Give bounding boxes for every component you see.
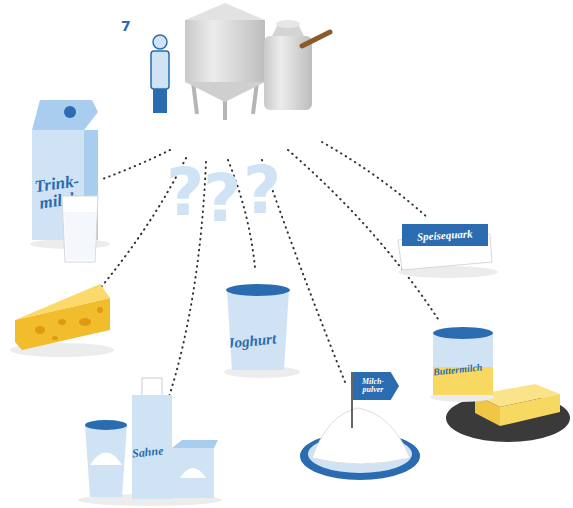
worker-head <box>153 35 167 49</box>
milk-powder-flag: Milch- pulver <box>353 372 399 400</box>
tank-cone <box>185 82 265 102</box>
cheese-hole <box>97 307 103 313</box>
question-mark: ? <box>166 160 204 226</box>
yoghurt-cup: Joghurt <box>227 290 289 370</box>
cream-carton <box>172 448 214 498</box>
product-label: Speisequark <box>417 228 473 242</box>
worker-legs <box>153 89 167 113</box>
milk-powder <box>300 372 420 480</box>
dotted-line <box>322 142 428 218</box>
milk-can-handle <box>302 32 330 46</box>
product-label: Joghurt <box>226 331 277 351</box>
question-mark: ? <box>203 166 241 232</box>
buttermilk-cup: Buttermilch <box>433 333 493 395</box>
cream-products <box>78 378 222 506</box>
powder-mound <box>312 408 410 464</box>
cheese <box>10 284 114 357</box>
page-number: 7 <box>121 19 131 33</box>
cream-swirl <box>90 453 122 466</box>
product-label: Trink- milch <box>32 172 84 212</box>
cream-cup <box>85 425 127 497</box>
milk-can-lid <box>276 20 300 28</box>
cream-cup-lid <box>85 420 127 430</box>
dotted-line <box>100 150 170 180</box>
cheese-hole <box>58 319 66 325</box>
flag-pole <box>351 372 353 428</box>
cream-carton-top <box>172 440 218 448</box>
product-label: Sahne <box>131 444 163 459</box>
spray-nozzle <box>142 378 162 396</box>
shadow <box>30 239 110 249</box>
butter-side <box>500 394 560 426</box>
milk-carton-face: Trink- milch <box>32 130 84 240</box>
quark-lid: Speisequark <box>402 224 488 246</box>
tank-top <box>185 3 265 20</box>
carton-gable <box>32 100 98 130</box>
cream-spray-can: Sahne <box>132 395 172 499</box>
carton-cap <box>64 106 76 118</box>
milk-carton <box>30 100 110 249</box>
dotted-lines <box>92 142 440 400</box>
dairy-plant <box>151 3 330 120</box>
product-label: Milch- pulver <box>353 378 393 394</box>
tank-body <box>185 20 265 82</box>
product-label: Buttermilch <box>433 362 483 377</box>
cheese-hole <box>79 318 91 326</box>
cheese-hole <box>52 336 58 340</box>
cheese-top <box>15 284 110 320</box>
carton-side <box>84 130 98 240</box>
cheese-hole <box>35 326 45 334</box>
worker-body <box>151 51 169 89</box>
cream-carton-swirl <box>180 468 206 478</box>
question-mark: ? <box>243 158 281 224</box>
